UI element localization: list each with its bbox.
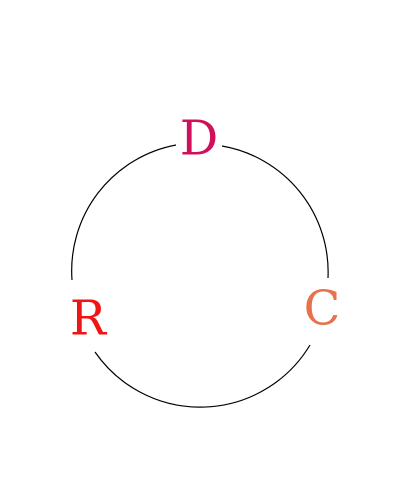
ring-arc-top-right [221,145,329,279]
ring-arc-left-top [71,144,177,281]
node-label-top: D [180,111,218,167]
node-label-right: C [304,281,341,337]
node-label-left: R [70,291,108,347]
ring-arc-right-left [94,344,311,408]
